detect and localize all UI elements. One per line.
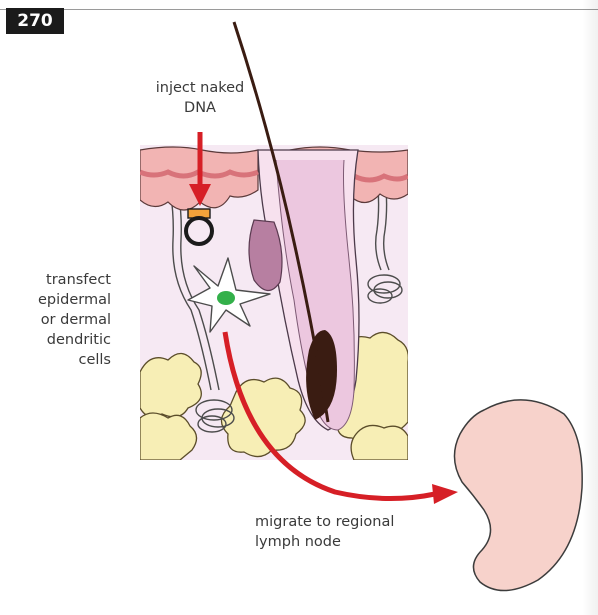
migrate-label-line-1: migrate to regional — [255, 512, 394, 532]
nucleus — [217, 291, 235, 305]
inject-label: inject naked DNA — [150, 78, 250, 118]
migrate-label-line-2: lymph node — [255, 532, 394, 552]
inject-label-line-1: inject naked — [150, 78, 250, 98]
transfect-label: transfect epidermal or dermal dendritic … — [12, 270, 111, 370]
migrate-label: migrate to regional lymph node — [255, 512, 394, 552]
transfect-label-line-3: or dermal — [12, 310, 111, 330]
transfect-label-line-1: transfect — [12, 270, 111, 290]
transfect-label-line-4: dendritic — [12, 330, 111, 350]
lymph-node-icon — [454, 400, 582, 591]
transfect-label-line-2: epidermal — [12, 290, 111, 310]
skin-section — [140, 145, 408, 460]
inject-label-line-2: DNA — [150, 98, 250, 118]
figure-number-badge: 270 — [6, 8, 64, 34]
transfect-label-line-5: cells — [12, 350, 111, 370]
